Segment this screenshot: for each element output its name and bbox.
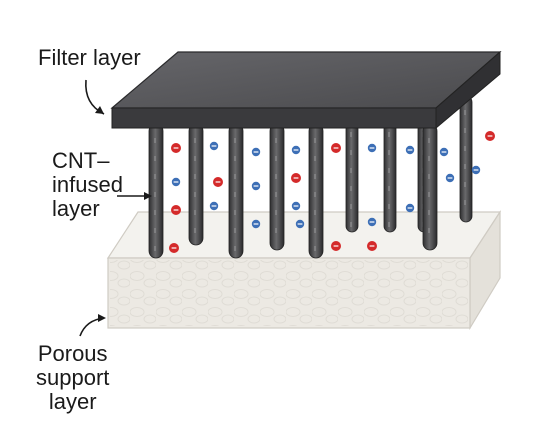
- anion-ion: [209, 201, 219, 211]
- filter-front-face: [111, 107, 437, 129]
- anion-ion: [251, 181, 261, 191]
- anion-ion: [471, 165, 481, 175]
- filter-layer-text: Filter layer: [38, 45, 141, 70]
- filter-layer-label: Filter layer: [38, 46, 141, 70]
- nanotube: [308, 123, 324, 259]
- nanotube: [269, 123, 285, 251]
- filter-top-face: [110, 51, 502, 109]
- filter-layer-plate: [110, 50, 502, 130]
- cation-ion: [171, 205, 181, 215]
- cation-ion: [213, 177, 223, 187]
- nanotube: [148, 123, 164, 259]
- cation-ion: [331, 241, 341, 251]
- cation-ion: [331, 143, 341, 153]
- support-label-line3: layer: [48, 389, 97, 414]
- nanotube: [345, 117, 359, 233]
- cnt-tubes-front: [148, 123, 438, 259]
- anion-ion: [445, 173, 455, 183]
- anion-ion: [439, 147, 449, 157]
- cation-ion: [367, 241, 377, 251]
- support-pore-texture: [110, 260, 468, 326]
- cnt-label-line1: CNT–: [52, 148, 110, 173]
- filter-arrowhead: [95, 106, 104, 114]
- anion-ion: [367, 217, 377, 227]
- nanotube: [459, 95, 473, 223]
- support-top-face: [106, 211, 502, 259]
- cation-ion: [291, 173, 301, 183]
- nanotube: [188, 123, 204, 246]
- support-label-line1: Porous: [37, 341, 108, 366]
- cation-ion: [169, 243, 179, 253]
- cation-ion: [171, 143, 181, 153]
- cnt-arrowhead: [144, 192, 152, 200]
- support-arrowhead: [98, 314, 106, 322]
- support-label-line2: support: [36, 365, 110, 390]
- anion-ion: [367, 143, 377, 153]
- ions-group: [169, 131, 495, 253]
- anion-ion: [251, 147, 261, 157]
- arrows: [79, 79, 152, 337]
- cnt-infused-layer-label: CNT– infused layer: [52, 149, 123, 221]
- porous-support-layer: [106, 209, 502, 331]
- anion-ion: [405, 145, 415, 155]
- anion-ion: [295, 219, 305, 229]
- anion-ion: [291, 201, 301, 211]
- nanotube: [422, 123, 438, 251]
- anion-ion: [209, 141, 219, 151]
- cnt-label-line3: layer: [52, 196, 100, 221]
- cnt-label-line2: infused: [52, 172, 123, 197]
- anion-ion: [171, 177, 181, 187]
- porous-support-layer-label: Porous support layer: [36, 342, 109, 414]
- anion-ion: [251, 219, 261, 229]
- nanotube: [383, 117, 397, 233]
- anion-ion: [405, 203, 415, 213]
- anion-ion: [291, 145, 301, 155]
- nanotube: [228, 123, 244, 259]
- cation-ion: [485, 131, 495, 141]
